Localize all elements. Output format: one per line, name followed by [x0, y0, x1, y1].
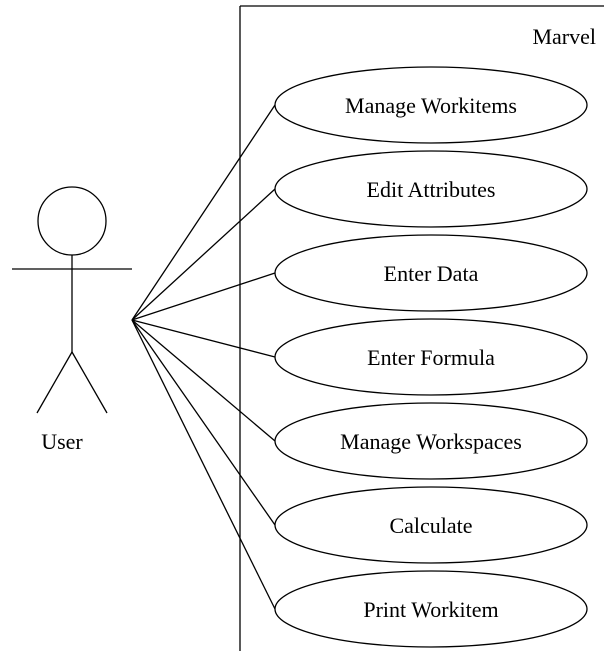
association-line: [131, 188, 276, 321]
use-case: Calculate: [274, 486, 588, 564]
use-case: Manage Workspaces: [274, 402, 588, 480]
association-line: [131, 319, 276, 358]
use-case: Enter Formula: [274, 318, 588, 396]
system-name: Marvel: [532, 24, 596, 49]
actor-user: [12, 186, 132, 414]
use-case-ellipse: [274, 150, 588, 228]
association-line: [131, 319, 276, 610]
use-case: Print Workitem: [274, 570, 588, 648]
associations: [131, 104, 276, 610]
use-case-ellipse: [274, 402, 588, 480]
association-line: [131, 319, 276, 526]
association-line: [131, 319, 276, 442]
association-line: [131, 272, 276, 321]
use-case: Edit Attributes: [274, 150, 588, 228]
use-case-ellipse: [274, 486, 588, 564]
use-case-label: Enter Formula: [367, 345, 495, 370]
use-case-ellipse: [274, 318, 588, 396]
actor-head: [37, 186, 107, 256]
use-case-label: Print Workitem: [363, 597, 498, 622]
use-case-label: Manage Workspaces: [340, 429, 522, 454]
actor-name: User: [41, 429, 83, 454]
use-case-label: Enter Data: [384, 261, 479, 286]
use-case-label: Calculate: [389, 513, 472, 538]
use-case: Manage Workitems: [274, 66, 588, 144]
use-case-ellipse: [274, 234, 588, 312]
use-case: Enter Data: [274, 234, 588, 312]
use-case-label: Manage Workitems: [345, 93, 517, 118]
system-boundary: [239, 5, 604, 651]
use-case-label: Edit Attributes: [367, 177, 496, 202]
use-case-ellipse: [274, 66, 588, 144]
association-line: [131, 104, 276, 321]
actor-right-leg: [71, 351, 108, 414]
actor-left-leg: [36, 351, 73, 414]
use-case-ellipse: [274, 570, 588, 648]
